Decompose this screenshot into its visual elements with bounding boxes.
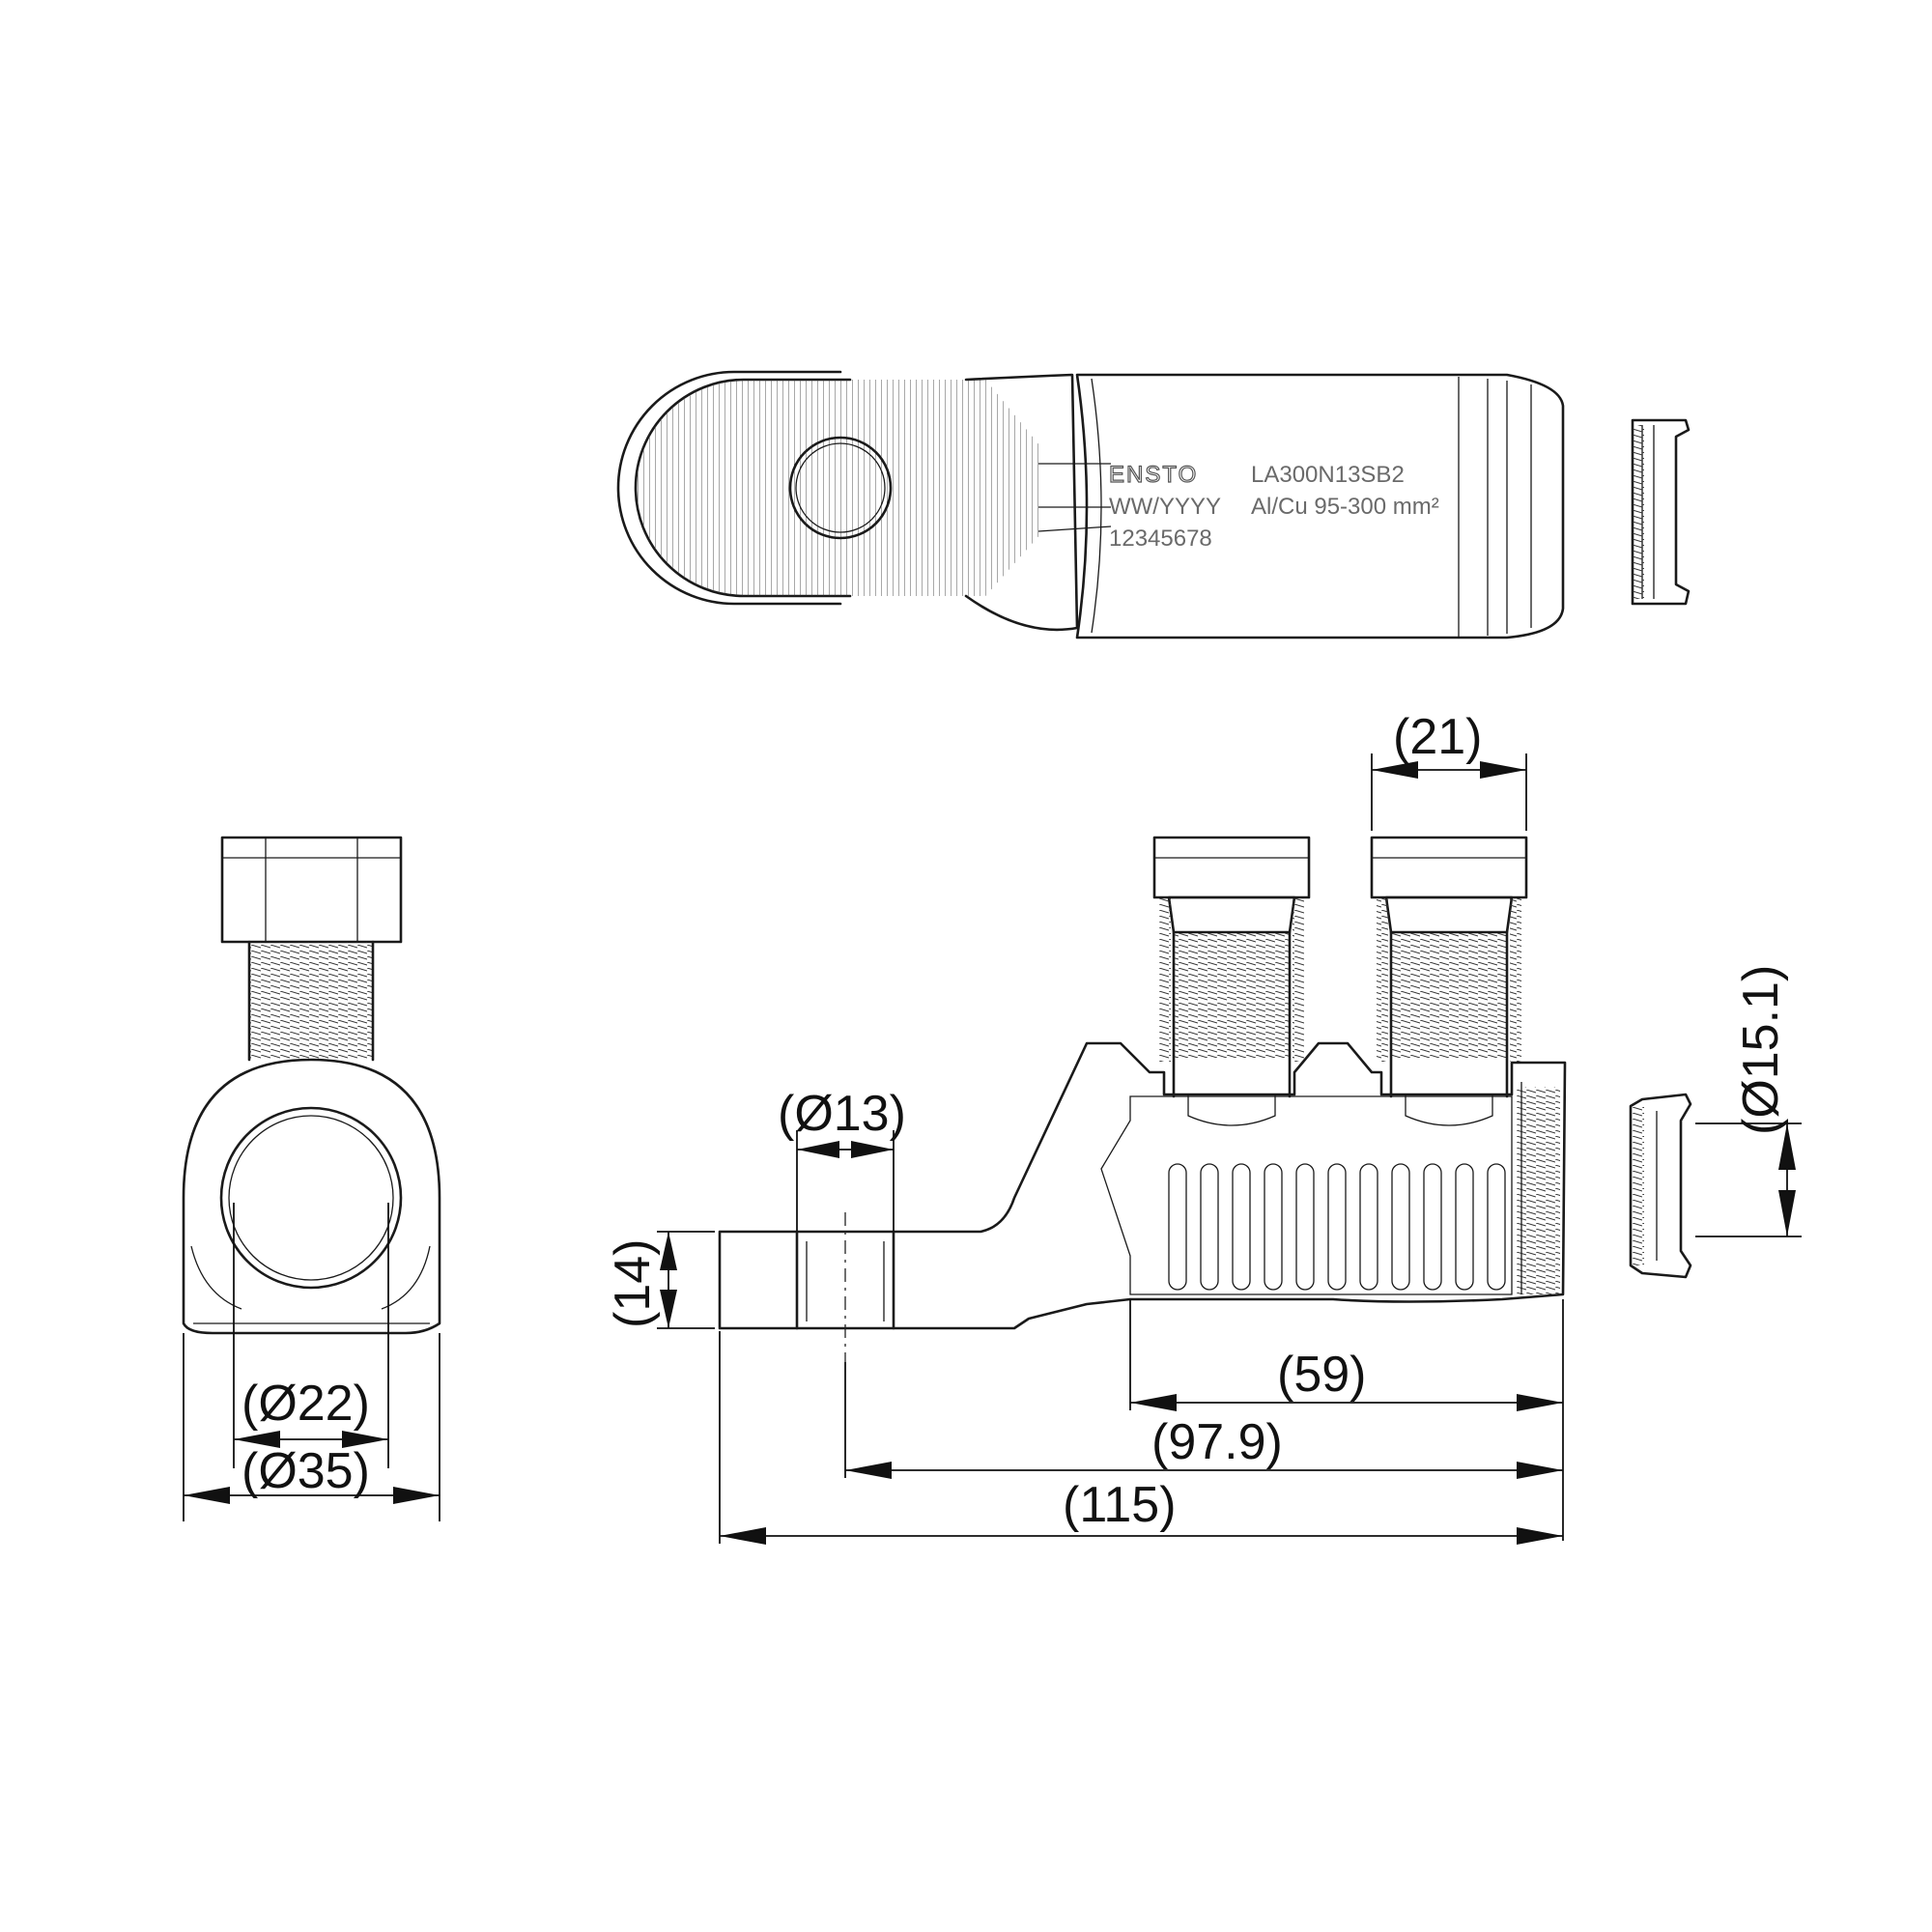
dim-label-hole-dia: (Ø13): [778, 1086, 906, 1142]
dim-label-overall-length: (115): [1063, 1477, 1177, 1533]
brand-logo: ENSTO: [1109, 462, 1198, 488]
side-section-view: (21) (Ø15.1) (Ø13) (14): [605, 709, 1802, 1545]
dim-hole-to-end: (97.9): [844, 1362, 1563, 1479]
lug-neck-top: [964, 373, 1112, 632]
bolt-head-end: [220, 836, 403, 944]
top-view: ENSTO LA300N13SB2 WW/YYYY Al/Cu 95-300 m…: [616, 370, 1690, 639]
product-marking: ENSTO LA300N13SB2 WW/YYYY Al/Cu 95-300 m…: [1108, 461, 1439, 552]
barrel-bore: [219, 1106, 403, 1290]
lug-palm-top: [616, 370, 1038, 606]
palm-hole-top: [788, 436, 893, 540]
end-plug-top: [1631, 418, 1690, 606]
dim-label-bolt-spacing: (21): [1393, 709, 1482, 765]
dim-label-barrel-length: (59): [1277, 1347, 1366, 1403]
dim-label-bolt-dia: (Ø15.1): [1733, 965, 1789, 1135]
serial-number: 12345678: [1109, 526, 1212, 552]
end-plug-side: [1629, 1093, 1692, 1279]
lug-body-section: [718, 1041, 1567, 1362]
dim-diameter-outer: (Ø35): [183, 1333, 440, 1521]
conductor-range: Al/Cu 95-300 mm²: [1251, 494, 1439, 520]
palm-hole-section: [795, 1212, 895, 1362]
dim-hole-dia: (Ø13): [778, 1086, 906, 1232]
model-code: LA300N13SB2: [1251, 462, 1405, 488]
bolt-thread-end: [247, 940, 375, 1062]
dim-label-hole-to-end: (97.9): [1151, 1414, 1283, 1470]
dim-barrel-length: (59): [1129, 1299, 1564, 1541]
dim-bolt-dia: (Ø15.1): [1695, 965, 1802, 1237]
barrel-end: [182, 1058, 441, 1335]
dim-label-palm-thickness: (14): [605, 1239, 661, 1328]
date-code: WW/YYYY: [1109, 494, 1221, 520]
dim-overall-length: (115): [719, 1331, 1563, 1545]
barrel-grooves: [1168, 1163, 1506, 1291]
shear-bolt-1: [1152, 836, 1311, 1126]
dim-label-outer-dia: (Ø35): [242, 1443, 370, 1499]
shear-bolt-2: [1370, 836, 1528, 1126]
dim-palm-thickness: (14): [605, 1231, 715, 1329]
dim-diameter-inner: (Ø22): [233, 1203, 389, 1468]
end-view: (Ø22) (Ø35): [182, 836, 441, 1521]
dim-bolt-spacing: (21): [1371, 709, 1527, 831]
lug-barrel-top: [1075, 373, 1565, 639]
end-thread-section: [1517, 1082, 1560, 1294]
dim-label-inner-dia: (Ø22): [242, 1376, 370, 1432]
